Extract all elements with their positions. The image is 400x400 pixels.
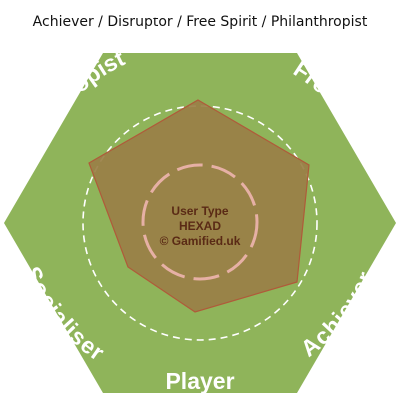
user-type-profile-polygon — [88, 99, 310, 313]
center-text-copyright: © Gamified.uk — [160, 234, 241, 248]
center-text-hexad: HEXAD — [179, 219, 221, 233]
inner-dashed-ring — [141, 163, 259, 281]
center-text-user-type: User Type — [171, 204, 228, 218]
label-player: Player — [165, 368, 234, 394]
outer-dashed-ring — [82, 105, 318, 341]
page-title: Achiever / Disruptor / Free Spirit / Phi… — [32, 14, 368, 30]
label-disruptor: Disruptor — [144, 0, 257, 24]
svg-text:Disruptor: Disruptor — [144, 0, 257, 24]
